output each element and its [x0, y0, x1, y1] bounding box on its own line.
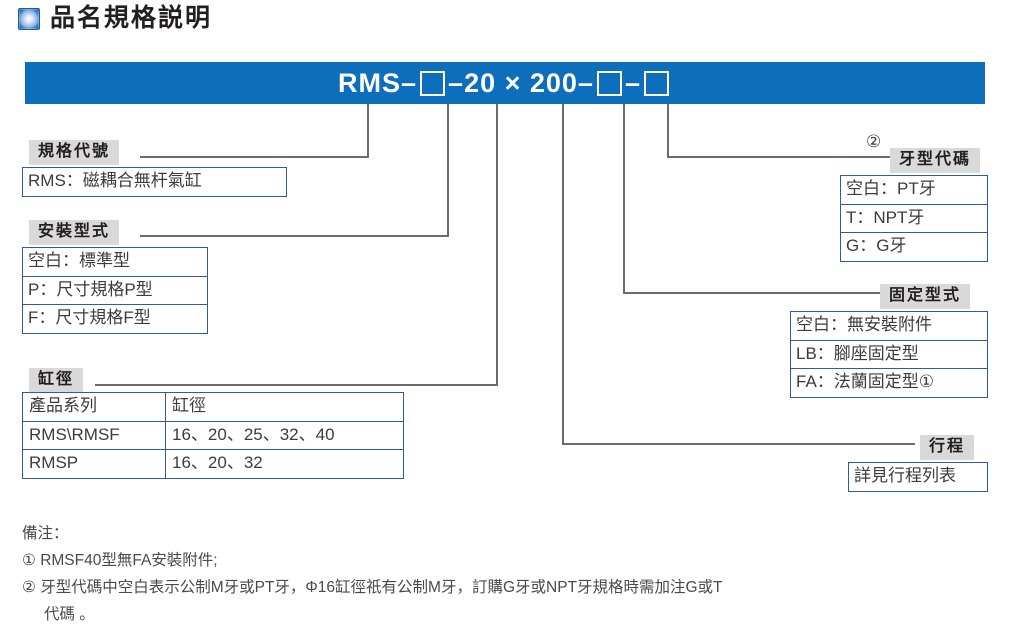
cell-series: RMSP	[22, 449, 166, 479]
model-bore-stroke: –20 × 200–	[448, 67, 594, 98]
optbox-row: 詳見行程列表	[854, 466, 956, 485]
model-prefix: RMS–	[338, 67, 418, 98]
optbox-row: P：尺寸規格P型	[23, 275, 207, 305]
page-title: 品名規格説明	[18, 6, 212, 31]
optbox-spec-code: RMS：磁耦合無杆氣缸	[22, 167, 287, 197]
optbox-thread-code: 空白：PT牙 T：NPT牙 G：G牙	[840, 175, 988, 262]
note-ref-thread-code: ②	[866, 132, 882, 151]
caption-bore: 缸徑	[29, 368, 84, 393]
bore-table: 產品系列 缸徑 RMS\RMSF 16、20、25、32、40 RMSP 16、…	[22, 392, 404, 479]
column-header-bore: 缸徑	[165, 392, 404, 422]
optbox-row: T：NPT牙	[841, 203, 987, 233]
remark-item-2-cont: 代碼 。	[44, 606, 95, 624]
page-title-label: 品名規格説明	[50, 4, 213, 32]
caption-fixing-type: 固定型式	[880, 284, 971, 309]
optbox-row: LB：腳座固定型	[791, 339, 987, 369]
caption-spec-code: 規格代號	[29, 140, 120, 165]
model-placeholder-box-2	[596, 70, 622, 96]
model-code-text: RMS– –20 × 200– –	[338, 68, 672, 99]
table-header-row: 產品系列 缸徑	[22, 392, 404, 422]
remark-item-1: ① RMSF40型無FA安裝附件;	[22, 552, 218, 570]
caption-thread-code: 牙型代碼	[890, 148, 981, 173]
model-dash: –	[624, 67, 641, 98]
optbox-row: 空白：標準型	[28, 251, 130, 270]
remark-item-2: ② 牙型代碼中空白表示公制M牙或PT牙，Φ16缸徑祇有公制M牙，訂購G牙或NPT…	[22, 579, 723, 597]
cell-bore: 16、20、32	[165, 449, 404, 479]
optbox-mounting-type: 空白：標準型 P：尺寸規格P型 F：尺寸規格F型	[22, 247, 208, 334]
cell-series: RMS\RMSF	[22, 420, 166, 451]
optbox-row: G：G牙	[841, 232, 987, 261]
table-row: RMSP 16、20、32	[22, 449, 404, 479]
cell-bore: 16、20、25、32、40	[165, 420, 404, 451]
optbox-row: FA：法蘭固定型①	[791, 368, 987, 397]
optbox-row: F：尺寸規格F型	[23, 304, 207, 333]
model-placeholder-box-1	[420, 70, 446, 96]
optbox-row: 空白：無安裝附件	[796, 315, 932, 334]
table-row: RMS\RMSF 16、20、25、32、40	[22, 420, 404, 451]
blue-square-bullet-icon	[18, 7, 40, 30]
caption-stroke: 行程	[920, 435, 975, 460]
optbox-row: 空白：PT牙	[846, 179, 936, 198]
remarks-section: 備注： ① RMSF40型無FA安裝附件; ② 牙型代碼中空白表示公制M牙或PT…	[22, 520, 997, 629]
model-code-bar: RMS– –20 × 200– –	[25, 62, 985, 104]
column-header-series: 產品系列	[22, 392, 166, 422]
model-placeholder-box-3	[643, 70, 669, 96]
optbox-fixing-type: 空白：無安裝附件 LB：腳座固定型 FA：法蘭固定型①	[790, 311, 988, 398]
remarks-heading: 備注：	[22, 525, 69, 542]
optbox-stroke: 詳見行程列表	[848, 462, 988, 492]
optbox-row: RMS：磁耦合無杆氣缸	[28, 171, 202, 190]
caption-mounting-type: 安裝型式	[29, 220, 120, 245]
